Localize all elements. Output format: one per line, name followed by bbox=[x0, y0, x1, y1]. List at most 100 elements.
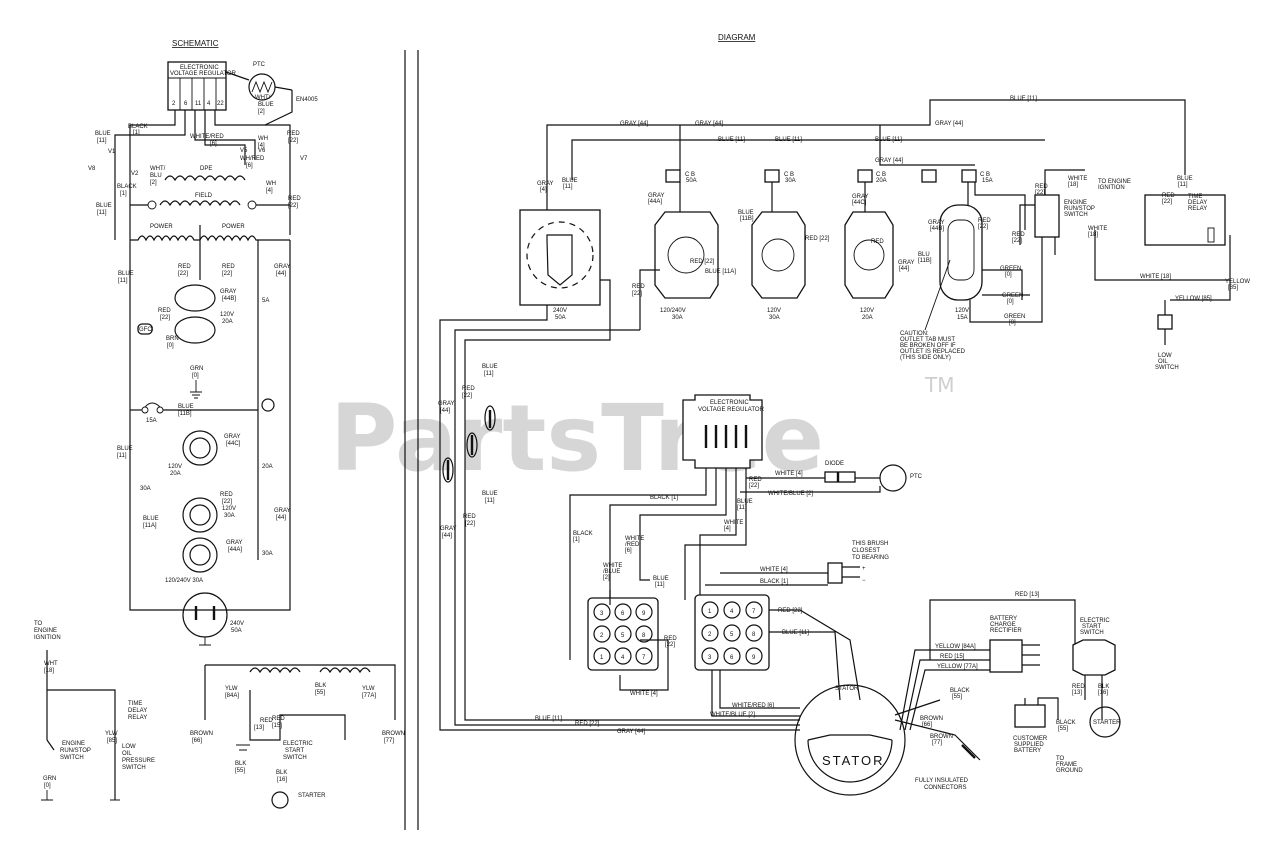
conn2-pin-9: 9 bbox=[752, 655, 756, 661]
conn2-pin-2: 4 bbox=[730, 609, 734, 615]
breaker-15a bbox=[961, 169, 977, 183]
lbl-red-22-r: RED[22] bbox=[1162, 193, 1175, 205]
starter-motor-d bbox=[1089, 706, 1121, 738]
lbl-gray-44-top3: GRAY [44] bbox=[935, 121, 963, 127]
conn1-pin-3: 9 bbox=[642, 611, 646, 617]
brush-holder bbox=[827, 562, 843, 584]
lbl-red-22-evr: RED[22] bbox=[749, 477, 762, 489]
conn2-pins: 1 4 7 2 5 8 3 6 9 bbox=[701, 601, 763, 665]
lbl-black-55b: BLACK[55] bbox=[1056, 720, 1076, 732]
ptc-symbol-d bbox=[879, 464, 907, 492]
conn1-pin-4: 2 bbox=[600, 633, 604, 639]
lbl-dpe: DPE bbox=[200, 166, 212, 172]
lbl-blue-11-m: BLUE[11] bbox=[653, 576, 669, 588]
reg-label-1: ELECTRONIC bbox=[180, 65, 219, 71]
lbl-blue-11-r-top: BLUE [11] bbox=[1010, 96, 1037, 102]
connector-blue bbox=[484, 405, 496, 431]
lbl-blue-11-l: BLUE[11] bbox=[482, 364, 498, 377]
engine-run-stop-switch bbox=[1034, 194, 1060, 238]
lbl-gray-44c: GRAY[44C] bbox=[224, 434, 241, 447]
lbl-white-4-b: WHITE [4] bbox=[760, 567, 788, 573]
outlet-120v-15a bbox=[939, 204, 983, 301]
conn1-pin-2: 6 bbox=[621, 611, 625, 617]
lbl-blue-11: BLUE[11] bbox=[95, 131, 111, 144]
lbl-blue-11-b: BLUE [11] bbox=[775, 137, 802, 143]
reg-pin-1: 2 bbox=[172, 101, 176, 107]
schematic-title: SCHEMATIC bbox=[172, 39, 219, 48]
conn2-pin-4: 2 bbox=[708, 632, 712, 638]
lbl-gray-4: GRAY[4] bbox=[537, 181, 554, 193]
conn1-pin-7: 1 bbox=[600, 655, 604, 661]
lbl-black-1-b: BLACK [1] bbox=[760, 579, 788, 585]
conn2-pin-5: 5 bbox=[730, 632, 734, 638]
diode-label: EN4005 bbox=[296, 97, 318, 103]
conn1-pin-5: 5 bbox=[621, 633, 625, 639]
lbl-ylw-85: YLW[85] bbox=[105, 731, 118, 744]
ptc-label: PTC bbox=[253, 62, 266, 68]
lbl-field: FIELD bbox=[195, 193, 213, 199]
lbl-red-22-e: RED[22] bbox=[1035, 184, 1048, 196]
lbl-power-1: POWER bbox=[150, 224, 173, 230]
lbl-gray-44-e: GRAY[44] bbox=[898, 260, 915, 272]
lbl-grn-0: GRN[0] bbox=[190, 366, 203, 379]
lbl-wh-4: WH[4] bbox=[258, 136, 268, 149]
lbl-white-4: WHITE [4] bbox=[775, 471, 803, 477]
lbl-red-15: RED[15] bbox=[272, 716, 285, 729]
lbl-white-4-s: WHITE [4] bbox=[630, 691, 658, 697]
lbl-ptc-d: PTC bbox=[910, 474, 923, 480]
conn2-pin-3: 7 bbox=[752, 609, 756, 615]
low-oil-switch bbox=[1157, 314, 1173, 330]
reg-pin-2: 6 bbox=[184, 101, 188, 107]
lbl-blue-11-evr: BLUE[11] bbox=[737, 499, 753, 511]
lbl-15a: 15A bbox=[146, 418, 157, 424]
lbl-green-0b: GREEN[0] bbox=[1002, 293, 1023, 305]
lbl-yellow-77a: YELLOW [77A] bbox=[937, 664, 978, 670]
lbl-black-1: BLACK [1] bbox=[650, 495, 678, 501]
outlet-240v-50a bbox=[182, 592, 228, 638]
watermark-tm: TM bbox=[924, 373, 954, 397]
lbl-v6: V6 bbox=[258, 148, 266, 154]
lbl-v7: V7 bbox=[300, 156, 308, 162]
lbl-green-0a: GREEN[0] bbox=[1000, 266, 1021, 278]
lbl-white-red-6: WHITE/RED[6] bbox=[625, 536, 644, 554]
lbl-black-55: BLACK[55] bbox=[950, 688, 970, 700]
charge-coil bbox=[205, 664, 396, 685]
connector-block-1 bbox=[587, 597, 659, 671]
lbl-white-blue-2l: WHITE/BLUE[2] bbox=[603, 563, 622, 581]
lbl-ylw-77a: YLW[77A] bbox=[362, 686, 376, 699]
lbl-brown-66: BROWN[66] bbox=[190, 731, 213, 744]
outlet-120v-20a bbox=[182, 430, 218, 466]
power-coil-2 bbox=[199, 235, 290, 242]
lbl-brown-77: BROWN[77] bbox=[930, 734, 953, 746]
lbl-white-blue-2: WHITE/BLUE [2] bbox=[768, 491, 813, 497]
lbl-gray-44a: GRAY[44] bbox=[274, 264, 291, 277]
lbl-power-2: POWER bbox=[222, 224, 245, 230]
gfci-outlet-bottom bbox=[174, 316, 216, 344]
lbl-red-22-bot: RED [22] bbox=[575, 721, 600, 727]
conn1-pins: 3 6 9 2 5 8 1 4 7 bbox=[593, 603, 653, 665]
lbl-brown-77: BROWN[77] bbox=[382, 731, 405, 744]
breaker-5a bbox=[921, 169, 937, 183]
lbl-red-22-d: RED[22] bbox=[978, 218, 991, 230]
lbl-30a-a: 30A bbox=[140, 486, 151, 492]
lbl-red-22-b: RED [22] bbox=[805, 236, 830, 242]
battery-charge-rectifier bbox=[989, 639, 1023, 673]
lbl-red-22-l2: RED[22] bbox=[463, 514, 476, 527]
lbl-wht-18: WHT[18] bbox=[44, 661, 58, 674]
lbl-v5: V5 bbox=[240, 148, 248, 154]
lbl-white-4-evr: WHITE[4] bbox=[724, 520, 743, 532]
reg-pin-3: 11 bbox=[195, 101, 202, 107]
connector-gray bbox=[442, 457, 454, 483]
lbl-red-22-s: RED [22] bbox=[778, 608, 803, 614]
diode-symbol bbox=[824, 471, 856, 483]
